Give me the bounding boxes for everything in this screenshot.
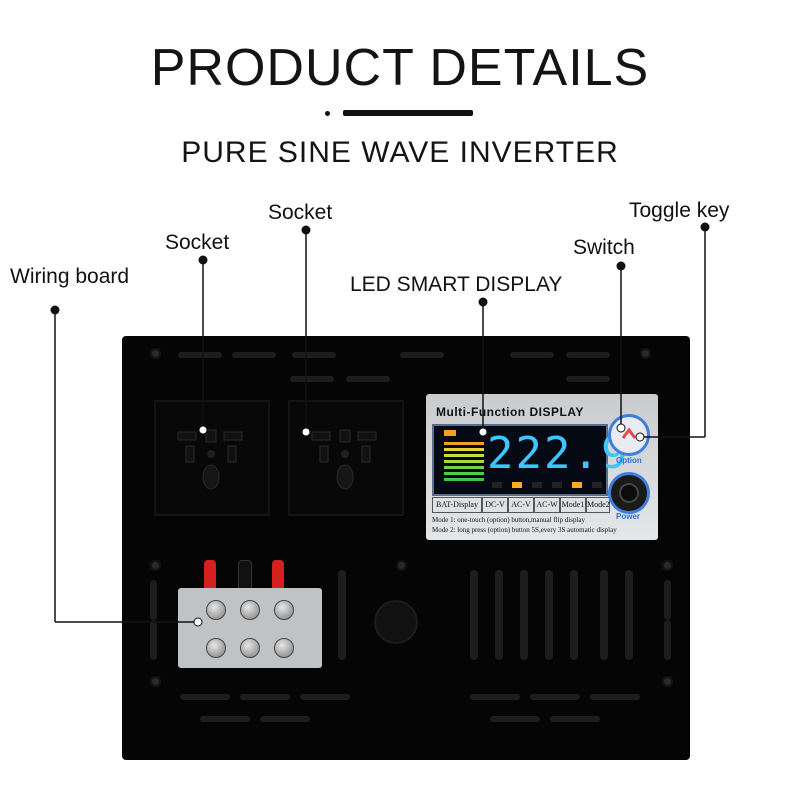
vent-slot xyxy=(292,352,336,358)
vent-slot xyxy=(664,620,671,660)
vent-slot xyxy=(400,352,444,358)
callout-toggle-key: Toggle key xyxy=(629,199,730,222)
terminal-bolt-icon xyxy=(240,638,260,658)
title-divider-bar xyxy=(343,110,473,116)
display-reading: 222.9 xyxy=(487,428,630,479)
vent-slot xyxy=(490,716,540,722)
page-subtitle: PURE SINE WAVE INVERTER xyxy=(181,136,619,169)
mode-led-active xyxy=(512,482,522,488)
mode-led-active xyxy=(572,482,582,488)
led-screen xyxy=(432,424,608,496)
mode-label-mode1: Mode1 xyxy=(560,497,586,513)
mode-label-ac-w: AC-W xyxy=(534,497,560,513)
mode-indicator-leds xyxy=(488,482,608,490)
power-knob-icon xyxy=(619,483,639,503)
vent-slot xyxy=(260,716,310,722)
vent-slot xyxy=(240,694,290,700)
vent-slot xyxy=(150,580,157,620)
mode-label-dc-v: DC-V xyxy=(482,497,508,513)
vent-slot xyxy=(180,694,230,700)
fan-grille xyxy=(374,600,418,644)
callout-wiring-board: Wiring board xyxy=(10,265,130,288)
option-button-label: Option xyxy=(616,456,642,465)
mode-label-mode2: Mode2 xyxy=(586,497,610,513)
screw xyxy=(640,348,651,359)
callout-dots xyxy=(50,222,710,315)
callout-socket-right: Socket xyxy=(268,201,333,224)
mode-led xyxy=(552,482,562,488)
vent-slot xyxy=(566,376,610,382)
vent-slot xyxy=(200,716,250,722)
vent-slot xyxy=(338,570,346,660)
vent-slot xyxy=(566,352,610,358)
vent-slot xyxy=(520,570,528,660)
terminal-bolt-icon xyxy=(274,638,294,658)
terminal-bolt-icon xyxy=(274,600,294,620)
screw xyxy=(150,348,161,359)
screw xyxy=(150,560,161,571)
display-panel-title: Multi-Function DISPLAY xyxy=(436,405,584,419)
vent-slot xyxy=(346,376,390,382)
mode-label-ac-v: AC-V xyxy=(508,497,534,513)
vent-slot xyxy=(530,694,580,700)
vent-slot xyxy=(300,694,350,700)
mode1-instruction: Mode 1: one-touch (option) button,manual… xyxy=(432,516,586,524)
title-divider-dot xyxy=(325,111,330,116)
socket-outlet-icon xyxy=(177,429,243,490)
ac-socket-left[interactable] xyxy=(154,400,270,516)
vent-slot xyxy=(664,580,671,620)
mode2-instruction: Mode 2: long press (option) button 5S,ev… xyxy=(432,526,617,534)
vent-slot xyxy=(290,376,334,382)
callout-switch: Switch xyxy=(573,236,635,259)
mode-led xyxy=(492,482,502,488)
page-title: PRODUCT DETAILS xyxy=(150,39,650,97)
vent-slot xyxy=(470,570,478,660)
callout-socket-left: Socket xyxy=(165,231,230,254)
vent-slot xyxy=(510,352,554,358)
screw xyxy=(662,560,673,571)
screw xyxy=(396,560,407,571)
vent-slot xyxy=(232,352,276,358)
power-button-label: Power xyxy=(616,512,641,521)
vent-slot xyxy=(178,352,222,358)
vent-slot xyxy=(625,570,633,660)
terminal-bolt-icon xyxy=(206,638,226,658)
wiring-terminal-block[interactable] xyxy=(178,588,322,668)
up-arrow-icon xyxy=(621,427,637,439)
vent-slot xyxy=(570,570,578,660)
red-cable xyxy=(272,560,284,590)
vent-slot xyxy=(590,694,640,700)
ac-socket-right[interactable] xyxy=(288,400,404,516)
screw xyxy=(662,676,673,687)
terminal-bolt-icon xyxy=(240,600,260,620)
mode-led xyxy=(532,482,542,488)
vent-slot xyxy=(545,570,553,660)
terminal-bolt-icon xyxy=(206,600,226,620)
vent-slot xyxy=(550,716,600,722)
power-switch-button[interactable] xyxy=(608,472,650,514)
callout-led-display: LED SMART DISPLAY xyxy=(350,273,563,296)
mode-label-bat-display: BAT-Display xyxy=(432,497,482,513)
mode-led xyxy=(592,482,602,488)
red-cable xyxy=(204,560,216,590)
socket-outlet-icon xyxy=(311,429,377,490)
screw xyxy=(150,676,161,687)
vent-slot xyxy=(470,694,520,700)
vent-slot xyxy=(495,570,503,660)
vent-slot xyxy=(150,620,157,660)
battery-level-bars-icon xyxy=(444,430,484,481)
vent-slot xyxy=(600,570,608,660)
